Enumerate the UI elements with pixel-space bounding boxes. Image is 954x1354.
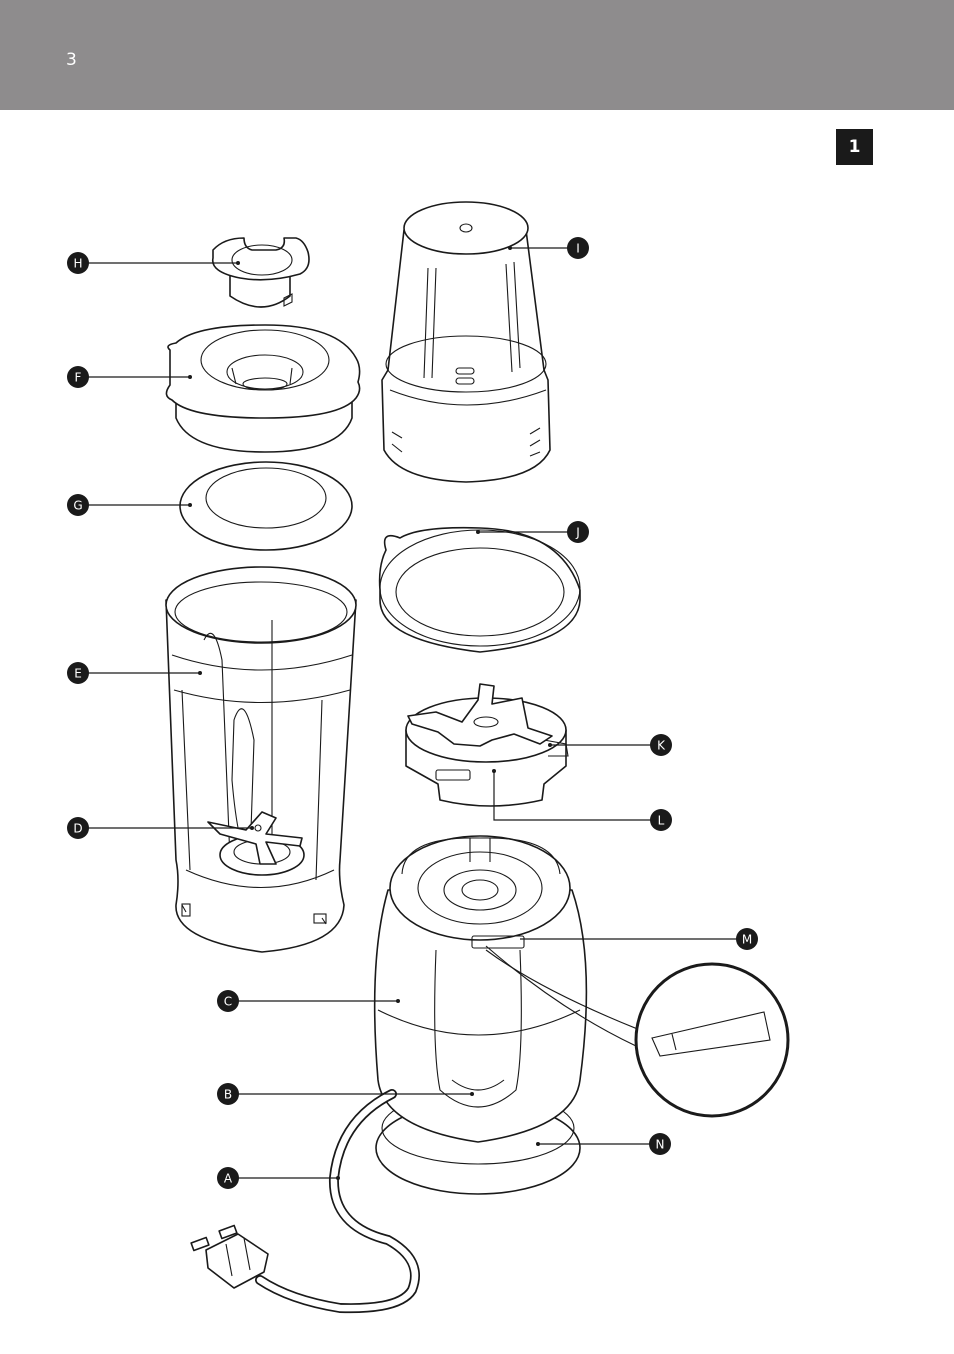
svg-text:H: H [73, 257, 82, 271]
callout-i: I [567, 237, 589, 259]
part-i-small-cup [382, 202, 550, 482]
callout-k: K [650, 734, 672, 756]
part-a-power-cord [191, 1094, 415, 1308]
svg-text:L: L [658, 814, 665, 828]
part-f-lid [166, 325, 359, 452]
callout-f: F [67, 366, 89, 388]
motor-unit [375, 836, 587, 1194]
svg-text:I: I [576, 242, 580, 256]
svg-text:F: F [75, 371, 82, 385]
part-h-lid-cap [213, 238, 309, 307]
svg-text:K: K [657, 739, 666, 753]
callout-j: J [567, 521, 589, 543]
part-e-large-jar [166, 567, 356, 952]
svg-text:E: E [74, 667, 82, 681]
part-g-seal-ring [180, 462, 352, 550]
svg-text:C: C [224, 995, 232, 1009]
part-j-cup-ring [380, 528, 580, 652]
svg-text:B: B [224, 1088, 232, 1102]
svg-text:N: N [656, 1138, 665, 1152]
callout-m: M [736, 928, 758, 950]
svg-text:D: D [73, 822, 82, 836]
callout-d: D [67, 817, 89, 839]
callout-n: N [649, 1133, 671, 1155]
callout-h: H [67, 252, 89, 274]
callout-l: L [650, 809, 672, 831]
callout-e: E [67, 662, 89, 684]
svg-text:A: A [224, 1172, 233, 1186]
callout-g: G [67, 494, 89, 516]
svg-text:G: G [73, 499, 82, 513]
callout-c: C [217, 990, 239, 1012]
callout-a: A [217, 1167, 239, 1189]
callout-b: B [217, 1083, 239, 1105]
svg-text:M: M [742, 933, 752, 947]
svg-text:J: J [575, 526, 580, 540]
